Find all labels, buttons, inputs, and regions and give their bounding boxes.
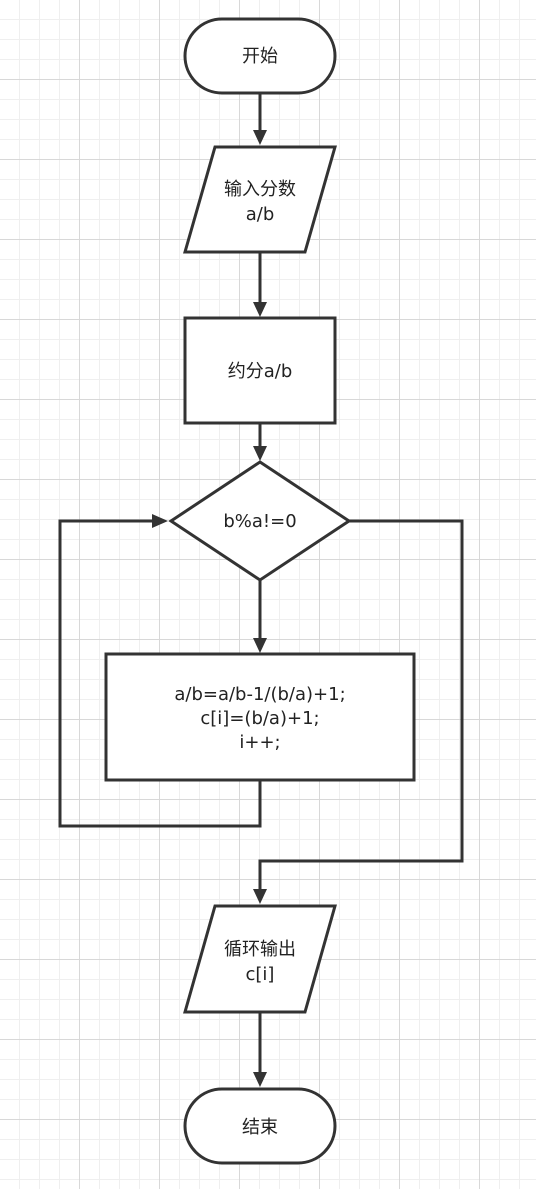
arrowhead-reduce: [253, 302, 267, 317]
edge-loop-back: [58, 519, 262, 828]
output-label-line2: c[i]: [246, 964, 275, 985]
reduce-label: 约分a/b: [228, 361, 293, 382]
arrowhead-end: [253, 1072, 267, 1087]
loop-body-process-box: a/b=a/b-1/(b/a)+1; c[i]=(b/a)+1; i++;: [104, 652, 416, 782]
arrowhead-condition: [253, 446, 267, 461]
edge-condition-to-output: [258, 519, 464, 889]
arrowhead-output: [253, 889, 267, 904]
reduce-process-box: 约分a/b: [183, 316, 337, 425]
process-label-line2: c[i]=(b/a)+1;: [200, 708, 319, 729]
arrowhead-process: [253, 638, 267, 653]
input-parallelogram: 输入分数 a/b: [183, 145, 337, 254]
end-terminal: 结束: [183, 1087, 337, 1165]
start-terminal: 开始: [183, 17, 337, 95]
arrowhead-loop-back: [152, 514, 168, 528]
end-label: 结束: [242, 1117, 278, 1138]
condition-label: b%a!=0: [223, 511, 296, 532]
arrowhead-input: [253, 130, 267, 145]
process-label-line1: a/b=a/b-1/(b/a)+1;: [174, 684, 345, 705]
process-label-line3: i++;: [239, 732, 280, 753]
input-label-line1: 输入分数: [224, 179, 296, 200]
condition-diamond: b%a!=0: [168, 460, 352, 582]
edges: [58, 93, 464, 1087]
output-label-line1: 循环输出: [224, 939, 296, 960]
input-label-line2: a/b: [246, 204, 275, 225]
start-label: 开始: [242, 46, 278, 67]
output-parallelogram: 循环输出 c[i]: [183, 904, 337, 1014]
